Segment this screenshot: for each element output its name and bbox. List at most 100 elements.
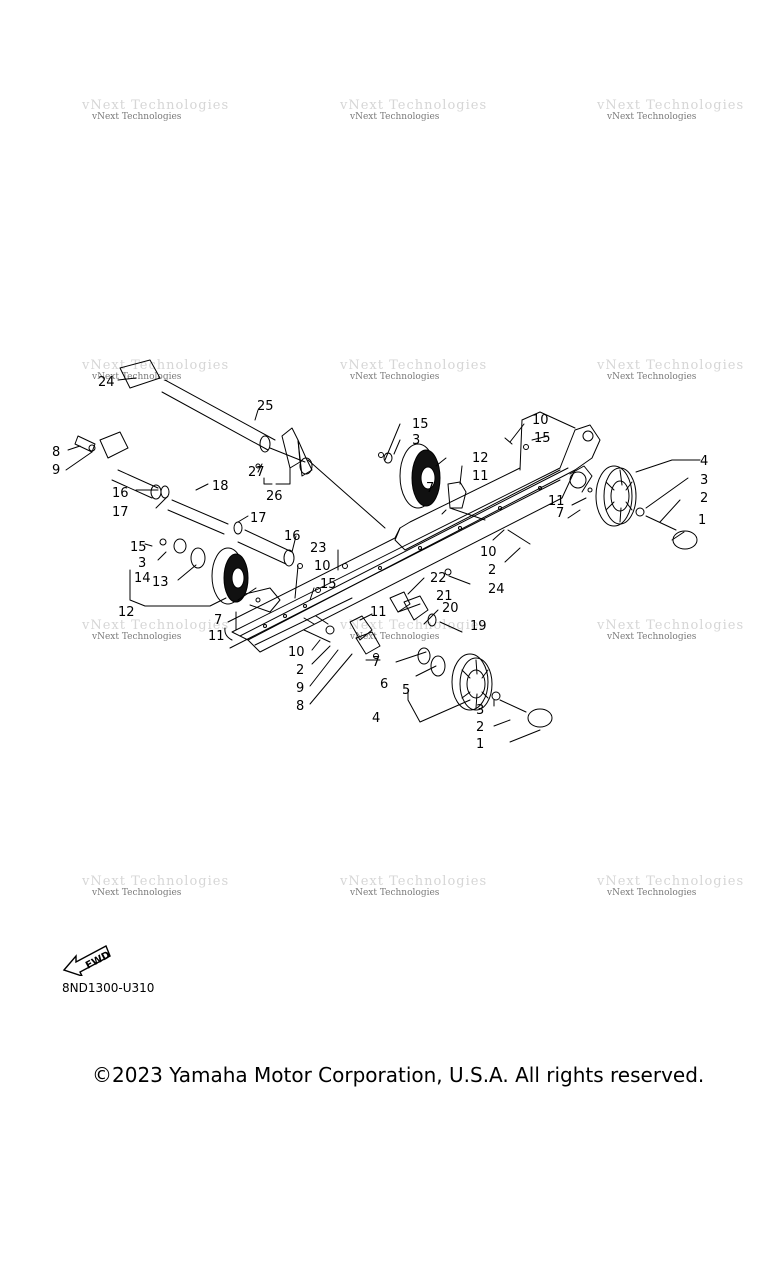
idler-wheel-left [159,538,281,613]
callout-16: 16 [284,529,301,544]
callout-7: 7 [214,613,222,628]
idler-wheel-lower [417,647,553,728]
watermark-ghost: vNext Technologies [82,874,230,889]
callout-9: 9 [296,681,304,696]
callout-10: 10 [480,545,497,560]
callout-7: 7 [372,655,380,670]
callout-18: 18 [212,479,229,494]
callout-24: 24 [98,375,115,390]
callout-7: 7 [426,481,434,496]
slide-rail-frame [224,411,601,653]
watermark-ghost: vNext Technologies [597,618,745,633]
watermark-text: vNext Technologies [607,632,697,642]
callout-2: 2 [296,663,304,678]
copyright-notice: ©2023 Yamaha Motor Corporation, U.S.A. A… [92,1063,705,1087]
callout-8: 8 [296,699,304,714]
part-code: 8ND1300-U310 [62,981,155,995]
callout-19: 19 [470,619,487,634]
watermark-ghost: vNext Technologies [340,874,488,889]
callout-25: 25 [257,399,274,414]
callout-11: 11 [208,629,225,644]
callout-4: 4 [372,711,380,726]
callout-8: 8 [52,445,60,460]
watermark-text: vNext Technologies [350,372,440,382]
watermark-ghost: vNext Technologies [597,358,745,373]
watermark-text: vNext Technologies [92,632,182,642]
watermark-ghost: vNext Technologies [340,358,488,373]
callout-24: 24 [488,582,505,597]
callout-23: 23 [310,541,327,556]
watermark-ghost: vNext Technologies [340,618,488,633]
watermark-ghost: vNext Technologies [597,874,745,889]
callout-3: 3 [700,473,708,488]
callout-5: 5 [402,683,410,698]
callout-12: 12 [472,451,489,466]
callout-3: 3 [476,703,484,718]
leader-lines [65,377,701,743]
watermark-text: vNext Technologies [350,888,440,898]
callout-10: 10 [314,559,331,574]
callout-15: 15 [534,431,551,446]
watermark-ghost: vNext Technologies [82,618,230,633]
callout-15: 15 [320,577,337,592]
watermark-ghost: vNext Technologies [82,98,230,113]
callout-9: 9 [52,463,60,478]
callout-15: 15 [130,540,147,555]
callout-3: 3 [138,556,146,571]
watermark-text: vNext Technologies [92,372,182,382]
callout-13: 13 [152,575,169,590]
callout-17: 17 [112,505,129,520]
callout-10: 10 [532,413,549,428]
pivot-bracket [74,431,129,459]
callout-12: 12 [118,605,135,620]
callout-10: 10 [288,645,305,660]
watermark-text: vNext Technologies [607,888,697,898]
idler-wheel-right [569,465,698,550]
callout-15: 15 [412,417,429,432]
callout-7: 7 [556,506,564,521]
callout-4: 4 [700,454,708,469]
callout-16: 16 [112,486,129,501]
shaft-spacers [111,469,295,567]
suspension-arm [119,359,386,529]
watermark-ghost: vNext Technologies [597,98,745,113]
watermark-ghost: vNext Technologies [340,98,488,113]
callout-1: 1 [476,737,484,752]
lower-bracket [315,615,381,659]
center-parts [389,568,463,633]
callout-2: 2 [476,720,484,735]
watermark-text: vNext Technologies [92,888,182,898]
callout-1: 1 [698,513,706,528]
watermark-ghost: vNext Technologies [82,358,230,373]
watermark-text: vNext Technologies [350,632,440,642]
watermark-text: vNext Technologies [92,112,182,122]
callout-11: 11 [472,469,489,484]
forward-arrow-icon: FWD [62,945,112,976]
callout-17: 17 [250,511,267,526]
callout-11: 11 [370,605,387,620]
callout-20: 20 [442,601,459,616]
callout-2: 2 [700,491,708,506]
callout-26: 26 [266,489,283,504]
callout-21: 21 [436,589,453,604]
watermark-text: vNext Technologies [607,112,697,122]
callout-27: 27 [248,465,265,480]
idler-wheel-upper [378,443,486,521]
watermark-text: vNext Technologies [607,372,697,382]
callout-3: 3 [412,433,420,448]
callout-22: 22 [430,571,447,586]
watermark-text: vNext Technologies [350,112,440,122]
callout-14: 14 [134,571,151,586]
